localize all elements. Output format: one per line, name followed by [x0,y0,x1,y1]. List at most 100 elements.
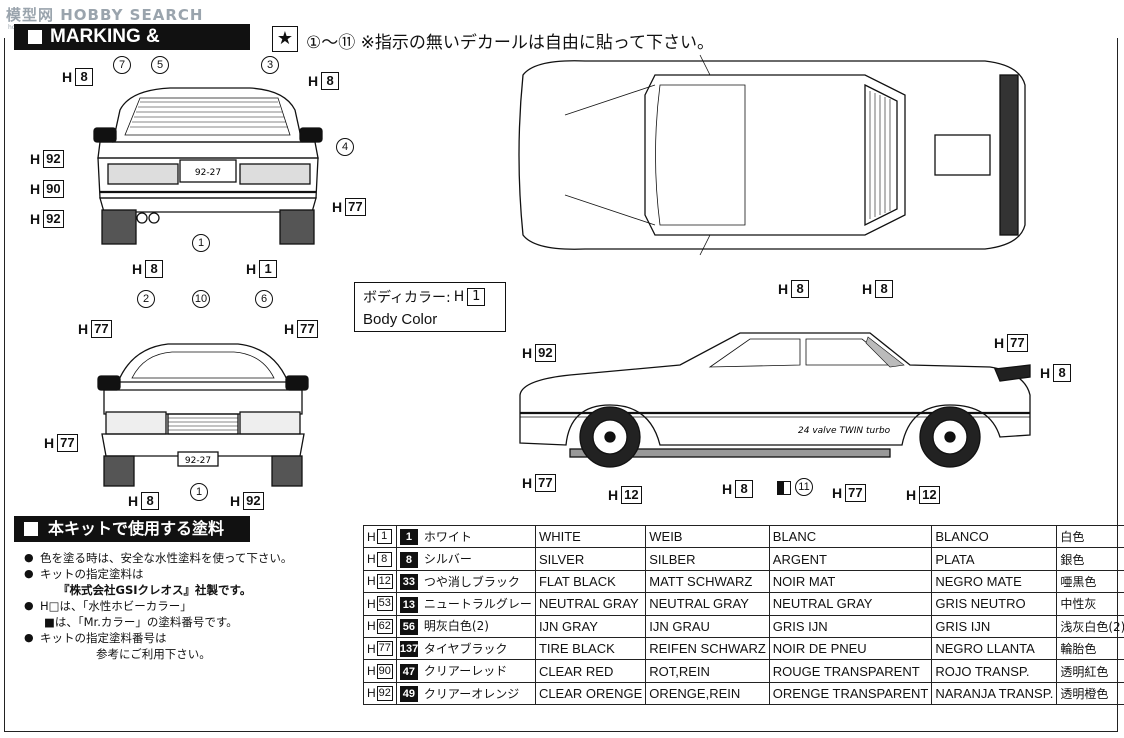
side-script-text: 24 valve TWIN turbo [798,426,891,436]
note-line: 参考にご利用下さい。 [96,647,211,661]
note-line: H□は、「水性ホビーカラー」 [24,598,354,614]
chinese-name-cell: 中性灰 [1056,592,1124,616]
star-icon: ★ [272,26,298,52]
french-name-cell: BLANC [768,524,933,549]
spanish-name-cell: ROJO TRANSP. [931,659,1058,683]
chinese-name-cell: 輪胎色 [1056,636,1124,661]
french-name-cell: GRIS IJN [768,614,933,638]
title-square-icon [28,30,42,44]
marking-title: MARKING & PAINTING [14,24,250,73]
note-line: 『株式会社GSIクレオス』社製です。 [58,583,252,597]
rear-view-drawing: 92-27 [93,87,323,245]
spanish-name-cell: BLANCO [931,524,1058,549]
rear-decal-4: 4 [336,138,354,156]
english-name-cell: TIRE BLACK [534,636,647,661]
french-name-cell: ORENGE TRANSPARENT [768,681,933,706]
rear-decal-5: 5 [151,56,169,74]
chinese-name-cell: 浅灰白色(2) [1056,614,1124,638]
rear-decal-7: 7 [113,56,131,74]
front-decal-1: 1 [190,483,208,501]
french-name-cell: ARGENT [768,547,933,571]
rear-plate-text: 92-27 [195,168,221,178]
paint-title-square-icon [24,522,38,536]
chinese-name-cell: 透明橙色 [1056,681,1124,706]
page-frame [4,38,1118,732]
rear-decal-3: 3 [261,56,279,74]
paint-section-title: 本キットで使用する塗料 [14,516,250,542]
english-name-cell: CLEAR RED [534,659,647,683]
german-name-cell: MATT SCHWARZ [645,569,770,594]
note-line: キットの指定塗料は [24,566,354,582]
chinese-name-cell: 唖黒色 [1056,569,1124,594]
english-name-cell: CLEAR ORENGE [534,681,647,706]
front-view-drawing: 92-27 [97,343,309,487]
spanish-name-cell: NARANJA TRANSP. [931,681,1058,706]
side-decal-marker-icon [777,481,791,495]
decal-note: ①～⑪ ※指示の無いデカールは自由に貼って下さい。 [306,33,715,53]
top-view-drawing [518,54,1026,256]
paint-notes: 色を塗る時は、安全な水性塗料を使って下さい。 キットの指定塗料は 『株式会社GS… [24,550,354,662]
spanish-name-cell: NEGRO LLANTA [931,636,1058,661]
spanish-name-cell: NEGRO MATE [931,569,1058,594]
german-name-cell: WEIB [645,524,770,549]
french-name-cell: NEUTRAL GRAY [768,592,933,616]
note-line: キットの指定塗料番号は [24,630,354,646]
english-name-cell: SILVER [534,547,647,571]
french-name-cell: ROUGE TRANSPARENT [768,659,933,683]
english-name-cell: NEUTRAL GRAY [534,592,647,616]
english-name-cell: FLAT BLACK [534,569,647,594]
french-name-cell: NOIR MAT [768,569,933,594]
english-name-cell: IJN GRAY [534,614,647,638]
side-decal-11: 11 [795,478,813,496]
front-decal-2: 2 [137,290,155,308]
note-line: ■は、「Mr.カラー」の塗料番号です。 [44,615,238,629]
german-name-cell: IJN GRAU [645,614,770,638]
front-decal-6: 6 [255,290,273,308]
german-name-cell: ORENGE,REIN [645,681,770,706]
rear-decal-1: 1 [192,234,210,252]
spanish-name-cell: GRIS NEUTRO [931,592,1058,616]
french-name-cell: NOIR DE PNEU [768,636,933,661]
watermark: 模型网 HOBBY SEARCH [6,6,204,24]
chinese-name-cell: 透明紅色 [1056,659,1124,683]
chinese-name-cell: 白色 [1056,524,1124,549]
